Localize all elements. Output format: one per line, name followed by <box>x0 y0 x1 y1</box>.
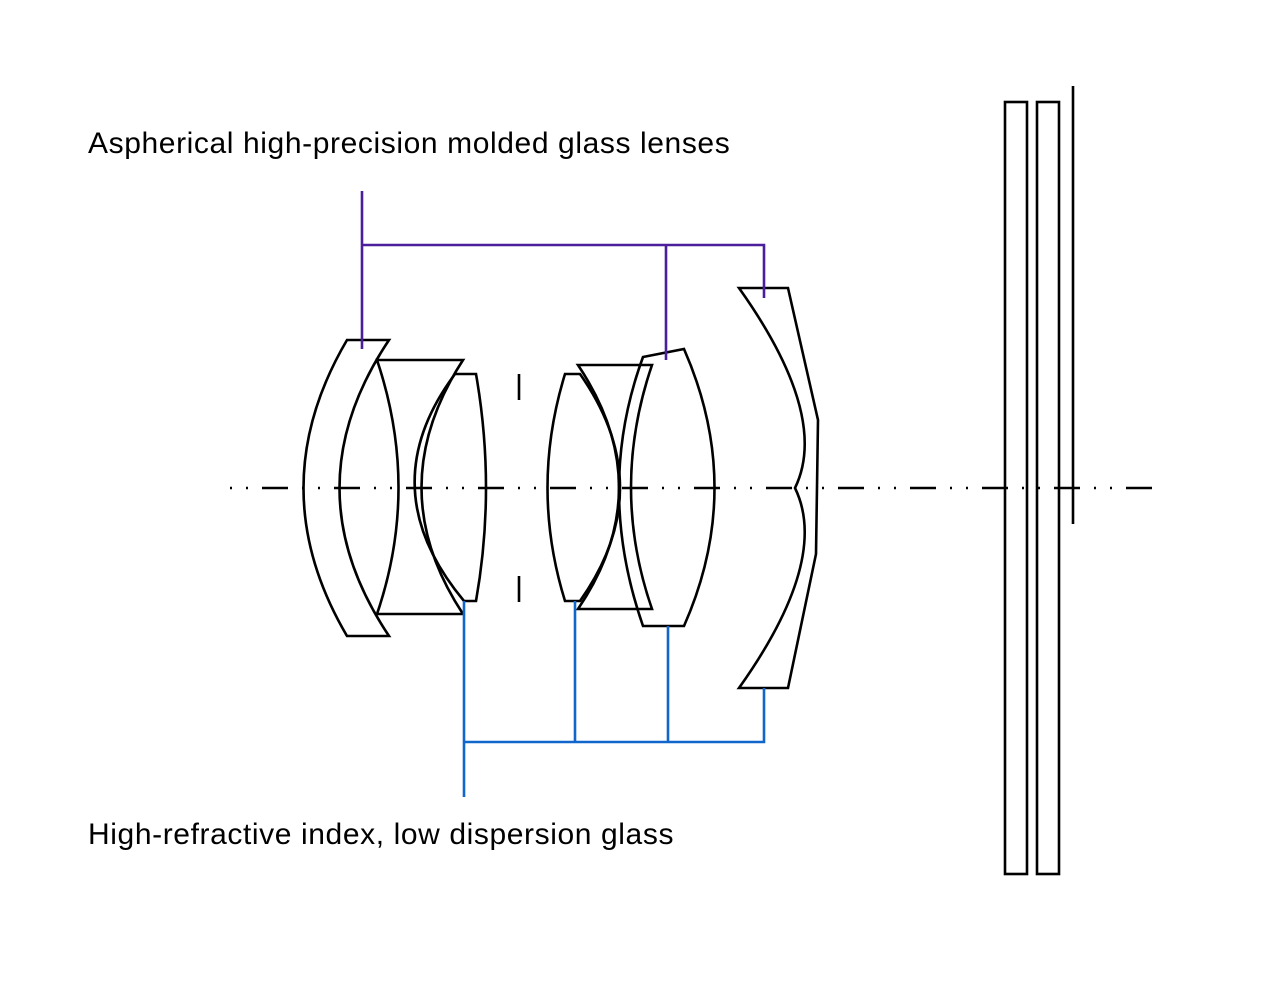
filter-plate-1 <box>1003 100 1029 876</box>
lens-element-6 <box>617 347 716 628</box>
leader-high-index <box>462 601 766 797</box>
aspherical-lenses-label: Aspherical high-precision molded glass l… <box>88 127 731 160</box>
sensor-assembly <box>1003 86 1075 876</box>
leader-aspherical <box>360 191 766 360</box>
lens-element-1 <box>302 338 392 638</box>
lens-element-5 <box>575 363 654 611</box>
lens-element-3 <box>413 372 488 603</box>
lens-element-7 <box>736 286 820 690</box>
high-index-glass-label: High-refractive index, low dispersion gl… <box>88 818 675 851</box>
filter-plate-2 <box>1035 100 1061 876</box>
